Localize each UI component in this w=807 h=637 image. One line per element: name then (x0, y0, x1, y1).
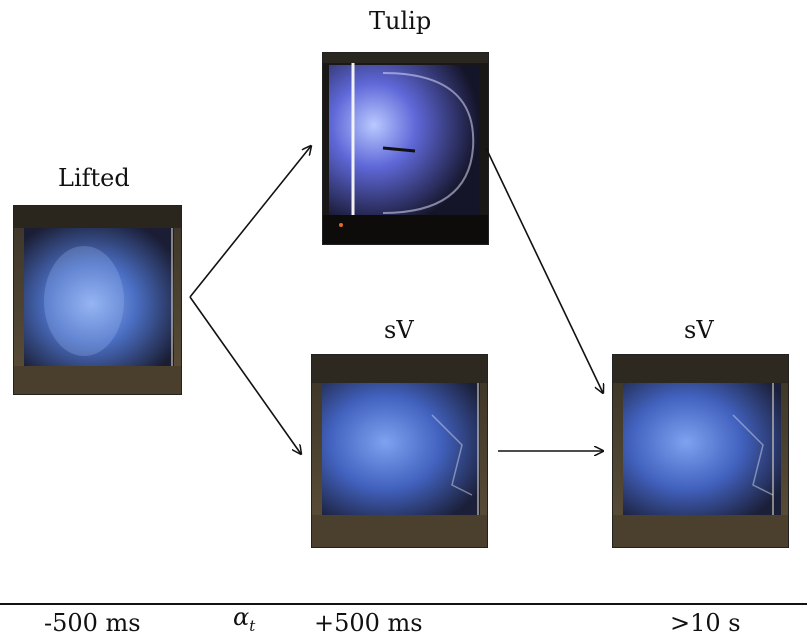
label-tulip: Tulip (369, 7, 432, 35)
sv-right-flame-image (613, 355, 788, 547)
timeline-alpha-label: αt (233, 605, 255, 634)
sv-middle-flame-photo (311, 354, 488, 548)
lifted-flame-photo (13, 205, 182, 395)
timeline-tick-t1: +500 ms (314, 609, 423, 637)
tulip-flame-photo (322, 52, 489, 245)
timeline-tick-t2: >10 s (670, 609, 741, 637)
timeline-axis (0, 603, 807, 605)
arrow-tulip-to-sv-right (485, 147, 603, 393)
arrow-lifted-to-tulip (189, 146, 311, 298)
sv-right-flame-photo (612, 354, 789, 548)
alpha-symbol: α (233, 603, 250, 631)
alpha-subscript: t (249, 616, 256, 635)
arrow-lifted-to-sv (189, 296, 301, 454)
label-sv-right: sV (684, 316, 714, 344)
sv-middle-flame-image (312, 355, 487, 547)
timeline-tick-t0: -500 ms (44, 609, 141, 637)
tulip-flame-image (323, 53, 488, 244)
label-lifted: Lifted (58, 164, 130, 192)
lifted-flame-image (14, 206, 181, 394)
label-sv-middle: sV (384, 316, 414, 344)
